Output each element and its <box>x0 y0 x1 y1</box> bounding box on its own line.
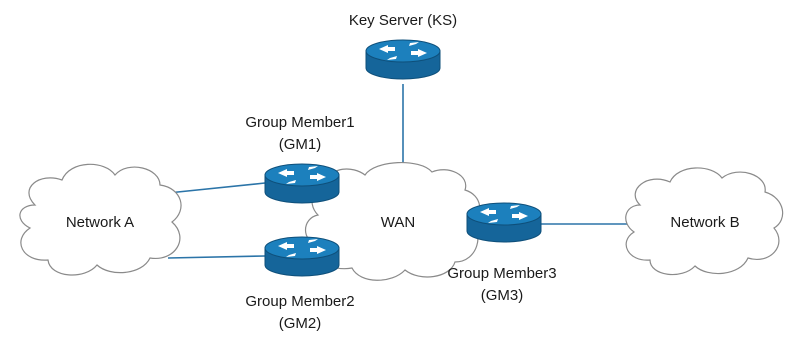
gm1-label-name: Group Member1 <box>245 114 354 131</box>
router-icon <box>466 202 542 243</box>
gm2-label-id: (GM2) <box>279 315 322 332</box>
network-b-label: Network B <box>670 214 739 231</box>
router-icon <box>365 39 441 80</box>
link-networka-gm1 <box>167 182 266 194</box>
gm2-node: Group Member2 (GM2) <box>245 236 355 332</box>
gm3-label-name: Group Member3 <box>447 265 556 282</box>
network-a-label: Network A <box>66 214 134 231</box>
router-icon <box>264 236 340 277</box>
gm2-label-name: Group Member2 <box>245 293 354 310</box>
network-b-cloud: Network B <box>625 167 784 276</box>
gm3-node: Group Member3 (GM3) <box>447 202 557 304</box>
gm3-label-id: (GM3) <box>481 287 524 304</box>
cloud-icon <box>19 163 182 276</box>
key-server-node: Key Server (KS) <box>349 12 457 80</box>
network-a-cloud: Network A <box>19 163 182 276</box>
gm1-node: Group Member1 (GM1) <box>245 114 355 204</box>
cloud-icon <box>625 167 784 276</box>
gm1-label-id: (GM1) <box>279 136 322 153</box>
wan-label: WAN <box>381 214 415 231</box>
key-server-label: Key Server (KS) <box>349 12 457 29</box>
router-icon <box>264 163 340 204</box>
link-networka-gm2 <box>167 255 266 259</box>
wan-cloud: WAN <box>304 162 481 281</box>
